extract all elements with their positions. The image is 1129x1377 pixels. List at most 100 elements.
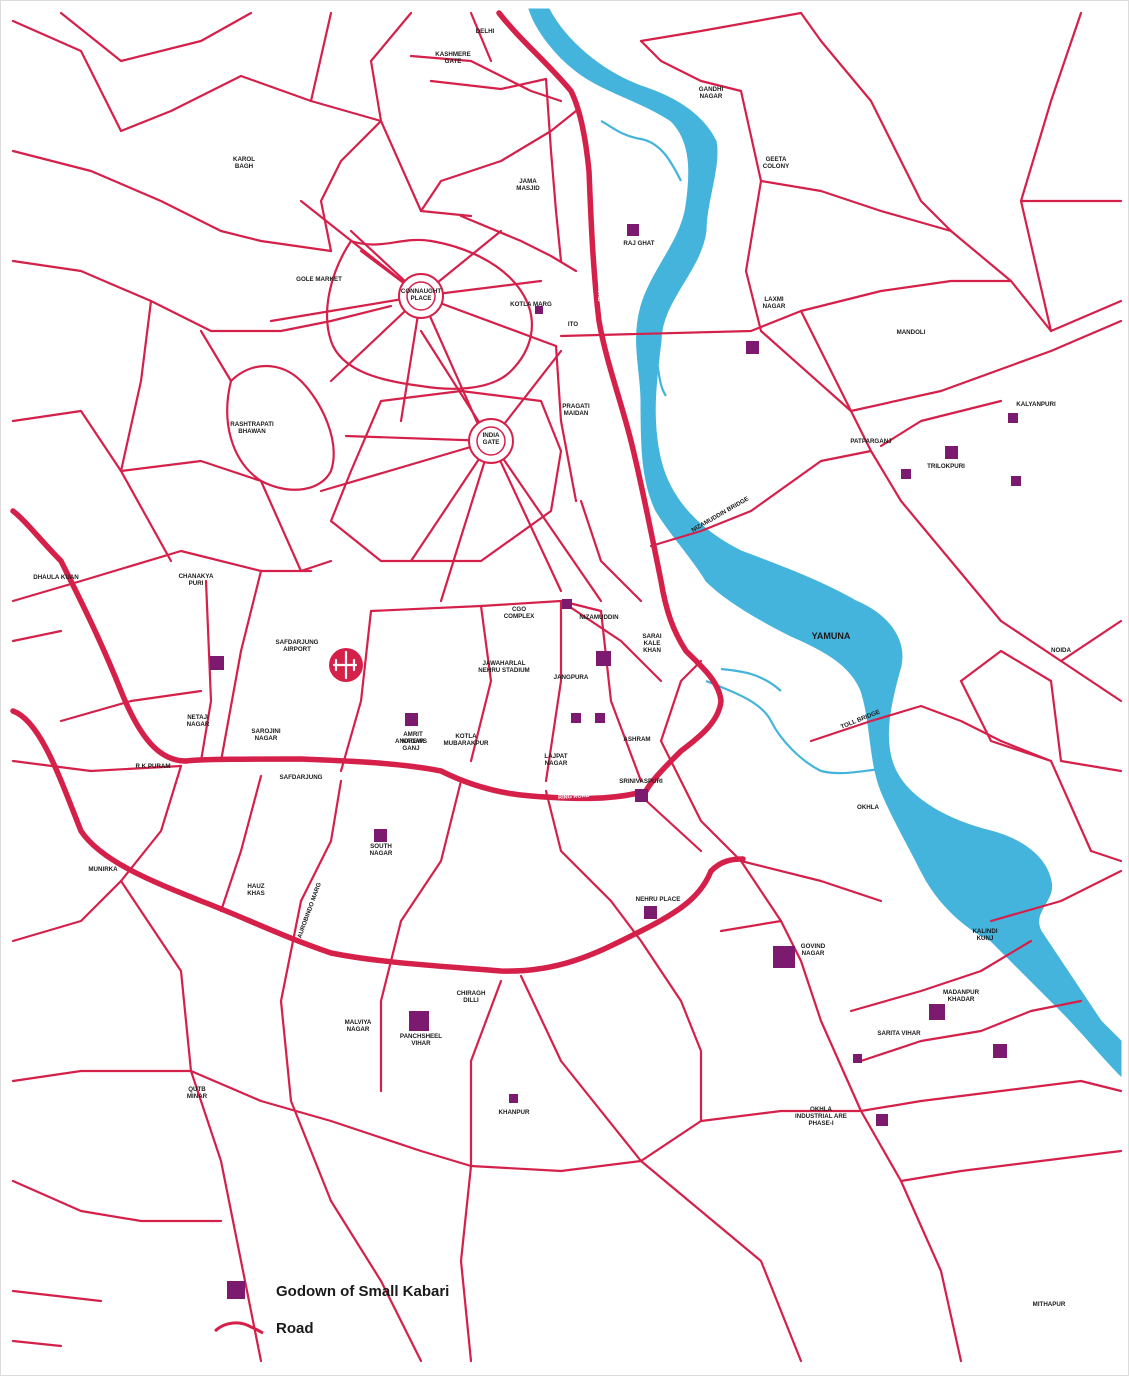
place-rk-puram: R K PURAM xyxy=(135,763,170,770)
place-delhi-gate: DELHI xyxy=(476,28,495,35)
godown-marker xyxy=(746,341,759,354)
river-label: YAMUNA xyxy=(812,631,851,641)
godown-marker xyxy=(945,446,958,459)
godown-marker xyxy=(1008,413,1018,423)
place-dhaula-kuan: DHAULA KUAN xyxy=(33,574,79,581)
place-madanpur-khadar-line: KHADAR xyxy=(948,996,975,1003)
place-khanpur: KHANPUR xyxy=(499,1109,530,1116)
place-laxmi-nagar-line: NAGAR xyxy=(763,303,786,310)
place-ito: ITO xyxy=(568,321,578,328)
godown-marker xyxy=(596,651,611,666)
place-jama-masjid-line: MASJID xyxy=(516,185,540,192)
godown-marker xyxy=(562,599,572,609)
place-panchsheel-vihar-line: VIHAR xyxy=(411,1040,431,1047)
place-kotla-mubarakpur-line: KOTLA xyxy=(455,733,477,740)
place-khanpur-line: KHANPUR xyxy=(499,1109,530,1116)
place-jama-masjid-line: JAMA xyxy=(519,178,537,185)
godown-marker xyxy=(571,713,581,723)
place-rashtrapati-bhawan-line: RASHTRAPATI xyxy=(230,421,274,428)
godown-marker xyxy=(853,1054,862,1063)
godown-square-icon xyxy=(227,1281,245,1299)
godown-marker xyxy=(595,713,605,723)
place-malviya-nagar-line: MALVIYA xyxy=(345,1019,372,1026)
place-chanakya-puri-line: CHANAKYA xyxy=(179,573,214,580)
place-okhla-industrial-line: INDUSTRIAL ARE xyxy=(795,1113,847,1120)
ring-roads xyxy=(10,10,746,974)
place-jawaharlal-nehru-stadium-line: JAWAHARLAL xyxy=(483,660,526,667)
place-hauz-khas-line: HAUZ xyxy=(247,883,264,890)
place-mithapur-line: MITHAPUR xyxy=(1033,1301,1066,1308)
place-sarita-vihar-line: SARITA VIHAR xyxy=(877,1030,921,1037)
place-ashram-line: ASHRAM xyxy=(623,736,650,743)
place-karol-bagh-line: KAROL xyxy=(233,156,255,163)
place-amrit-nagar-line: AMRIT xyxy=(403,731,423,738)
legend-label-godown: Godown of Small Kabari xyxy=(276,1283,449,1300)
place-munirka: MUNIRKA xyxy=(88,866,118,873)
legend-item-road: Road xyxy=(213,1320,314,1337)
godown-marker xyxy=(509,1094,518,1103)
road-label-ring-road-east: RING ROAD xyxy=(596,270,602,302)
place-noida: NOIDA xyxy=(1051,647,1071,654)
place-rk-puram-line: R K PURAM xyxy=(135,763,170,770)
place-jawaharlal-nehru-stadium-line: NEHRU STADIUM xyxy=(478,667,529,674)
place-okhla-industrial-line: OKHLA xyxy=(810,1106,833,1113)
legend-label-road: Road xyxy=(276,1320,314,1337)
place-gole-market: GOLE MARKET xyxy=(296,276,342,283)
place-cgo-complex-line: COMPLEX xyxy=(504,613,535,620)
legend: Godown of Small Kabari Road xyxy=(213,1281,449,1337)
place-mithapur: MITHAPUR xyxy=(1033,1301,1066,1308)
place-karol-bagh-line: BAGH xyxy=(235,163,254,170)
place-sarai-kale-khan-line: SARAI xyxy=(642,633,662,640)
place-safdarjung-line: SAFDARJUNG xyxy=(280,774,323,781)
place-patparganj: PATPARGANJ xyxy=(850,438,892,445)
place-panchsheel-vihar-line: PANCHSHEEL xyxy=(400,1033,442,1040)
place-netaji-nagar-line: NETAJI xyxy=(187,714,209,721)
place-patparganj-line: PATPARGANJ xyxy=(850,438,892,445)
place-srinivaspuri: SRINIVASPURI xyxy=(619,778,663,785)
place-south-ex-line: SOUTH xyxy=(370,843,392,850)
place-ito-line: ITO xyxy=(568,321,578,328)
road-network xyxy=(11,11,1123,1363)
place-nizamuddin-line: NIZAMUDDIN xyxy=(579,614,619,621)
place-kotla-marg: KOTLA MARG xyxy=(510,301,552,308)
place-okhla: OKHLA xyxy=(857,804,880,811)
road-line-icon xyxy=(213,1321,264,1335)
godown-marker xyxy=(901,469,911,479)
place-pragati-maidan-line: PRAGATI xyxy=(562,403,590,410)
place-kotla-marg-line: KOTLA MARG xyxy=(510,301,552,308)
place-malviya-nagar-line: NAGAR xyxy=(347,1026,370,1033)
place-andrews-ganj-line: ANDREWS xyxy=(395,738,427,745)
godown-marker xyxy=(773,946,795,968)
place-laxmi-nagar-line: LAXMI xyxy=(764,296,784,303)
place-geeta-colony-line: COLONY xyxy=(763,163,790,170)
place-cgo-complex-line: CGO xyxy=(512,606,526,613)
place-ashram: ASHRAM xyxy=(623,736,650,743)
place-safdarjung-airport-line: SAFDARJUNG xyxy=(276,639,319,646)
place-qutb-minar-line: QUTB xyxy=(188,1086,206,1093)
place-delhi-gate-line: DELHI xyxy=(476,28,495,35)
place-india-gate-line: INDIA xyxy=(483,432,500,439)
place-madanpur-khadar-line: MADANPUR xyxy=(943,989,980,996)
place-kalyanpuri-line: KALYANPURI xyxy=(1016,401,1056,408)
godown-markers xyxy=(210,224,1021,1126)
